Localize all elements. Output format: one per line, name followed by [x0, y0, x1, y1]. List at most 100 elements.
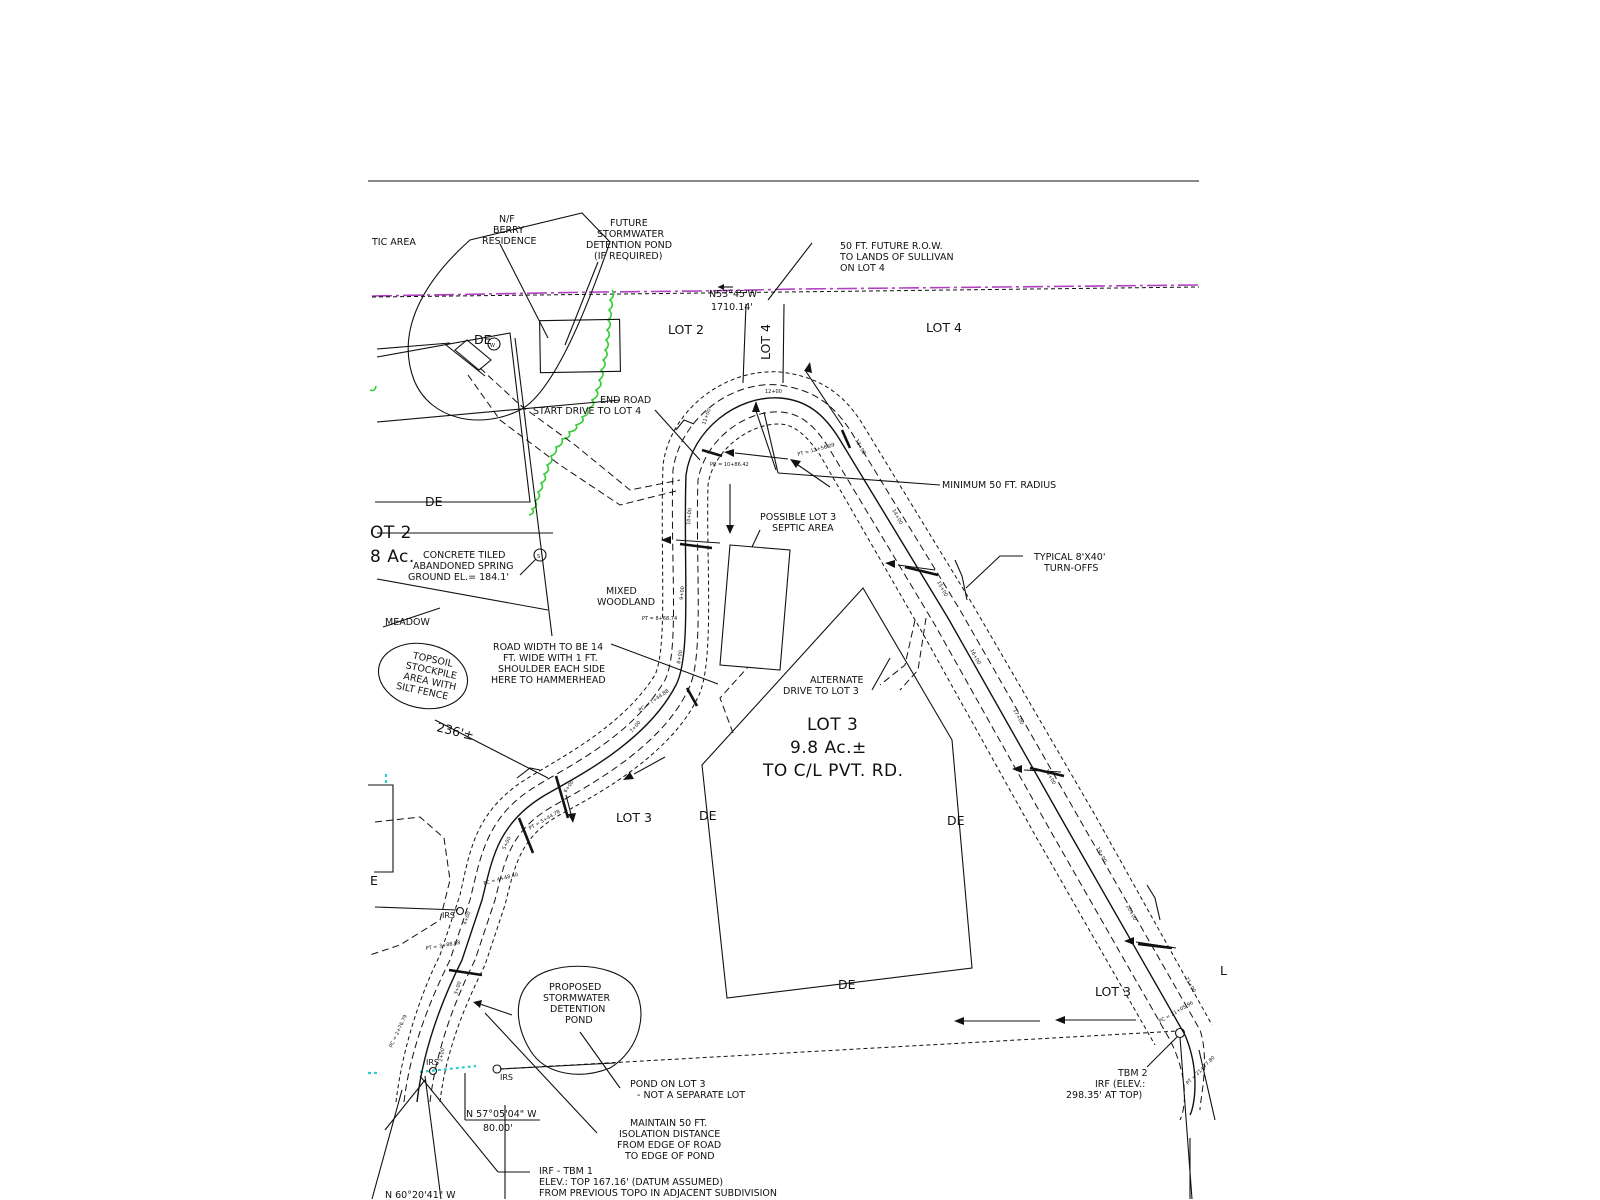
bearing-bottom-label: N 60°20'41" W: [385, 1190, 456, 1200]
station-label: 18+00: [1043, 768, 1056, 786]
flow-arrows: [473, 362, 1177, 1025]
pond-leader: [579, 1031, 621, 1089]
turnoff-2: [1146, 884, 1161, 921]
southern-boundary-solid: [499, 1062, 616, 1070]
spring-symbol-letter: S: [537, 554, 540, 560]
lot4-top-label: LOT 4: [926, 320, 962, 335]
berry-leader: [499, 243, 549, 339]
station-label: 12+00: [765, 389, 782, 395]
septic-area-label: TIC AREA: [371, 237, 416, 248]
spring-symbol: [533, 548, 547, 562]
pond-label-line-4: POND: [565, 1015, 593, 1026]
driveway-dashed-2: [479, 367, 681, 491]
berry-line-3: RESIDENCE: [482, 236, 537, 247]
station-mark: [840, 429, 852, 449]
station-label: 6+00: [563, 779, 576, 794]
tree-line-fragment: [369, 385, 377, 392]
turnoffs-line-2: TURN-OFFS: [1043, 563, 1098, 574]
curve-point-label: PT = 8+68.74: [642, 616, 677, 622]
lot-line-west-2: [376, 342, 451, 350]
station-label: 19+00: [1094, 846, 1107, 864]
east-lot-line-2: [1198, 1049, 1216, 1121]
isolation-line-1: MAINTAIN 50 FT.: [630, 1118, 707, 1129]
row-line: [371, 286, 1200, 298]
station-mark: [904, 565, 939, 577]
station-mark: [448, 968, 483, 977]
de-label-lot3-right: DE: [947, 813, 965, 828]
row-leader: [767, 242, 813, 301]
lot-line-west: [375, 332, 531, 503]
tree-line: [528, 289, 615, 516]
irs-leader: [374, 906, 459, 911]
curve-point-label: PT = 3+88.08: [425, 940, 461, 952]
lot4-row-right: [782, 303, 785, 384]
future-pond-line-4: (IF REQUIRED): [594, 251, 662, 262]
lot3-building-envelope: [701, 587, 973, 999]
distance-236-leader: [434, 719, 549, 779]
station-label: 11+00: [701, 408, 712, 426]
road-width-line-3: SHOULDER EACH SIDE: [498, 664, 605, 675]
spring-leader: [376, 578, 549, 611]
west-driveway-dashed: [369, 816, 451, 956]
west-boundary: [384, 1079, 426, 1131]
tbm1-line-2: ELEV.: TOP 167.16' (DATUM ASSUMED): [539, 1177, 723, 1188]
property-line-north: [371, 284, 1200, 297]
station-label: 15+00: [935, 580, 948, 598]
woodland-line-1: MIXED: [606, 586, 637, 597]
station-mark: [1029, 766, 1065, 778]
spring-line-2: ABANDONED SPRING: [413, 561, 514, 572]
topsoil-stockpile-ellipse: [377, 642, 469, 710]
curve-point-label: PC = 7+44.88: [638, 688, 671, 713]
irs-label-1: IRS: [442, 911, 455, 920]
station-label: 3+00: [453, 981, 463, 996]
woodland-line-2: WOODLAND: [597, 597, 655, 608]
pond-label-line-1: PROPOSED: [549, 982, 601, 993]
future-pond-rect: [538, 318, 622, 374]
tbm2-leader: [1146, 1036, 1178, 1068]
house-outline: [454, 339, 492, 371]
lot2-top-label: LOT 2: [668, 322, 704, 337]
station-mark: [554, 775, 570, 819]
de-label-lot3-left: DE: [699, 808, 717, 823]
lot2-partial-label: OT 2: [370, 523, 412, 543]
irs-marker-2: [428, 1066, 438, 1076]
road-width-leader: [610, 643, 719, 685]
station-mark: [685, 687, 699, 707]
turnoff-1: [954, 559, 968, 601]
future-row-line-2: TO LANDS OF SULLIVAN: [839, 252, 954, 263]
station-mark: [1137, 942, 1173, 950]
turnoffs-leader: [965, 555, 1023, 589]
curve-point-label: PC = 10+86.42: [710, 462, 749, 468]
well-symbol-letter: W: [490, 343, 495, 349]
alternate-drive-3: [899, 617, 927, 691]
spring-line-1: CONCRETE TILED: [423, 550, 506, 561]
pond-label-line-2: STORMWATER: [543, 993, 611, 1004]
berry-residence-boundary: [407, 212, 611, 421]
berry-line-1: N/F: [499, 214, 515, 225]
de-label-west: DE: [425, 494, 443, 509]
isolation-leader: [484, 1012, 598, 1134]
septic-leader: [751, 529, 761, 548]
distance-north-label: 1710.14': [711, 302, 753, 313]
future-row-line-1: 50 FT. FUTURE R.O.W.: [840, 241, 943, 252]
road-width-line-1: ROAD WIDTH TO BE 14: [493, 642, 603, 653]
station-label: 14+00: [890, 508, 903, 526]
de-label-lot3-bottom: DE: [838, 977, 856, 992]
spring-line-3: GROUND EL.= 184.1': [408, 572, 509, 583]
future-row-line-3: ON LOT 4: [840, 263, 885, 274]
turnoff-3: [516, 767, 541, 779]
irs-label-3: IRS: [500, 1073, 513, 1082]
end-road-line-2: START DRIVE TO LOT 4: [533, 406, 641, 417]
lot4-row-left: [742, 303, 747, 384]
curve-point-label: PC = 2+76.79: [388, 1014, 408, 1049]
curve-point-label: PT = 12+56.09: [797, 442, 836, 458]
station-label: 21+00: [1183, 976, 1196, 994]
driveway-dashed-1: [467, 374, 681, 506]
distance-236-label: 236'±: [435, 719, 475, 743]
lot3-main-title: LOT 3: [807, 715, 858, 735]
proposed-pond-outline: [517, 965, 642, 1075]
west-lot-line-lower: [368, 784, 394, 873]
station-label: 9+00: [679, 586, 686, 600]
well-symbol: [487, 337, 501, 351]
